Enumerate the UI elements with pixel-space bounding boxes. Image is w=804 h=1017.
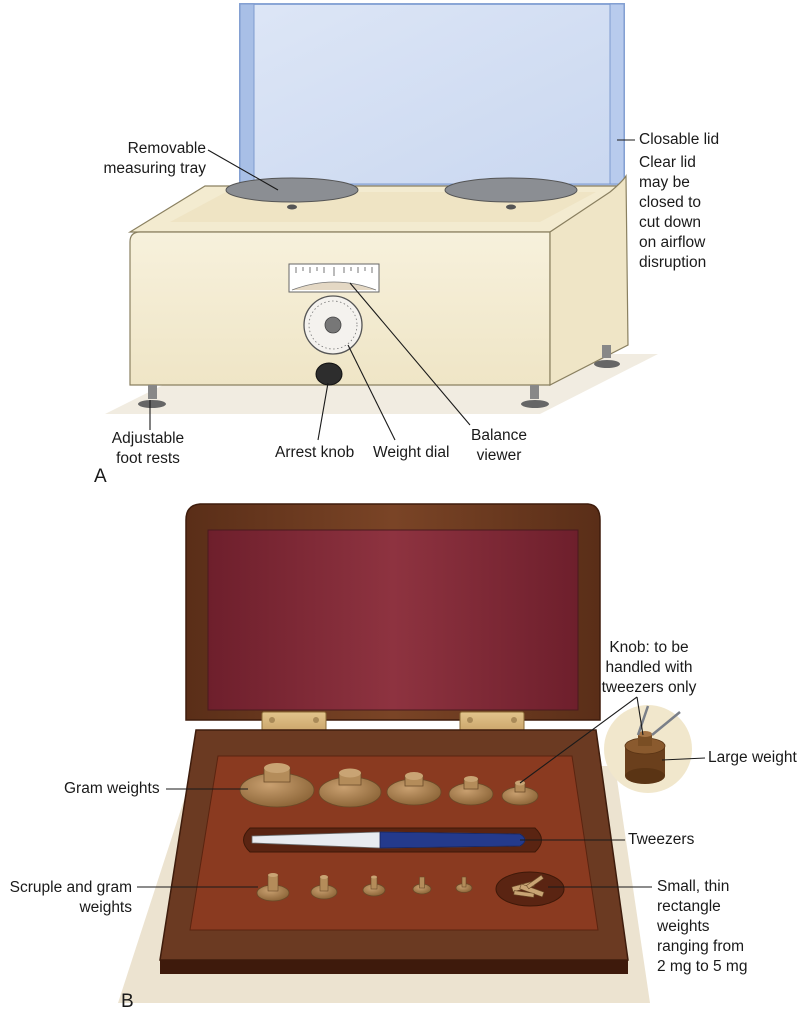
measuring-tray-left [225, 177, 359, 203]
cabinet-side [549, 174, 629, 386]
label-gram-weights: Gram weights [64, 780, 160, 797]
label-arrest-knob: Arrest knob [275, 444, 355, 461]
arrest-knob [315, 362, 343, 386]
label-closable-lid: Closable lid [639, 131, 720, 148]
scruple-weights [256, 873, 473, 902]
weight-dial-center [324, 316, 342, 334]
foot-left [138, 385, 166, 408]
panel-a-leaders [149, 139, 635, 441]
viewer-scale-ticks [295, 267, 373, 276]
weight-dial-ring [308, 300, 358, 350]
measuring-tray-right [444, 177, 578, 203]
leader-arrest [317, 382, 329, 441]
label-clear-lid-note: Clear lid may be closed to cut down on a… [639, 154, 707, 271]
label-small-thin-rectangle-weights: Small, thin rectangle weights ranging fr… [657, 878, 748, 975]
lid-left-frame [239, 3, 255, 191]
label-knob-handled-with-tweezers: Knob: to be handled with tweezers only [601, 639, 697, 696]
tray-right-post [506, 204, 516, 210]
label-weight-dial: Weight dial [373, 444, 450, 461]
label-balance-viewer: Balance viewer [470, 427, 527, 464]
label-scruple-and-gram-weights: Scruple and gram weights [9, 879, 132, 916]
small-rectangle-weights [511, 874, 545, 898]
tray-left-post [287, 204, 297, 210]
lid-lining [207, 529, 579, 711]
tweezers-grip [379, 831, 526, 849]
leader-knob-1 [519, 696, 638, 784]
lid-right-frame [609, 3, 625, 191]
leader-tray [207, 149, 279, 191]
panel-b-leaders [137, 696, 706, 888]
panel-label-b: B [121, 991, 134, 1012]
tweezers-detail [636, 705, 681, 736]
box-front [160, 960, 628, 974]
weight-box [118, 503, 692, 1003]
label-removable-measuring-tray: Removable measuring tray [103, 140, 206, 177]
panel-label-a: A [94, 466, 107, 487]
label-large-weight: Large weight [708, 749, 797, 766]
foot-right-front [521, 385, 549, 408]
leader-knob-2 [636, 696, 644, 736]
analytical-balance [105, 3, 658, 414]
foot-right-back [594, 345, 620, 368]
label-adjustable-foot-rests: Adjustable foot rests [111, 430, 185, 467]
leader-viewer [349, 282, 471, 426]
viewer-arc [291, 281, 377, 291]
closable-lid [239, 3, 625, 189]
leader-large-weight [661, 757, 706, 761]
label-tweezers: Tweezers [628, 831, 695, 848]
gram-weights [239, 763, 539, 808]
large-weight [624, 731, 666, 784]
leader-dial [347, 344, 396, 441]
